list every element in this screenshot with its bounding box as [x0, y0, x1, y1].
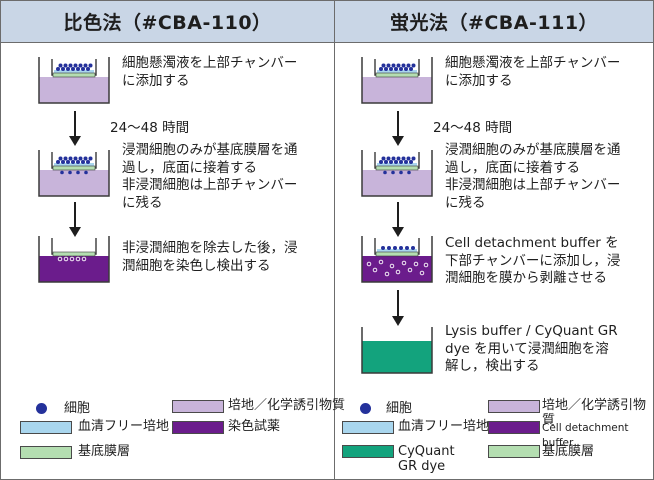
well-invasion-left: [38, 150, 110, 197]
legend-cell-icon-right: [360, 403, 371, 414]
colorimetric-title: 比色法（#CBA-110）: [1, 1, 334, 43]
legend-cell-label-left: 細胞: [64, 401, 91, 416]
left-step-2-text: 浸潤細胞のみが基底膜層を通 過し，底面に接着する 非浸潤細胞は上部チャンバー に…: [122, 142, 298, 211]
left-arrow-2: [74, 202, 76, 228]
right-time-label: 24～48 時間: [433, 120, 513, 136]
well-cells-added-left: [38, 57, 110, 104]
left-time-label: 24～48 時間: [110, 120, 190, 136]
right-arrow-1: [397, 111, 399, 137]
legend-cyquant-label-right: CyQuant GR dye: [398, 444, 455, 474]
well-stained-left: [38, 236, 110, 283]
right-step-3-text: Cell detachment buffer を 下部チャンバーに添加し，浸 潤…: [445, 235, 621, 286]
legend-stain-label-left: 染色試薬: [228, 419, 281, 434]
fluorometric-title: 蛍光法（#CBA-111）: [335, 1, 653, 43]
legend-cell-label-right: 細胞: [386, 401, 413, 416]
legend-serum-free-swatch-right: [342, 421, 394, 434]
legend-membrane-label-right: 基底膜層: [542, 444, 595, 459]
legend-membrane-swatch-left: [20, 446, 72, 459]
legend-medium-label-right: 培地／化学誘引物質: [542, 398, 647, 428]
legend-detach-swatch-right: [488, 421, 540, 434]
legend-membrane-label-left: 基底膜層: [78, 444, 131, 459]
right-step-1-text: 細胞懸濁液を上部チャンバー に添加する: [445, 55, 621, 89]
legend-membrane-swatch-right: [488, 445, 540, 458]
legend-serum-free-label-right: 血清フリー培地: [398, 419, 490, 434]
legend-cyquant-swatch-right: [342, 445, 394, 458]
left-arrow-1: [74, 111, 76, 137]
legend-serum-free-swatch-left: [20, 421, 72, 434]
left-arrow-1-head: [69, 136, 81, 146]
right-arrow-2: [397, 202, 399, 228]
legend-cell-icon-left: [36, 403, 47, 414]
left-arrow-2-head: [69, 227, 81, 237]
legend-stain-swatch-left: [172, 421, 224, 434]
left-step-1-text: 細胞懸濁液を上部チャンバー に添加する: [122, 55, 298, 89]
well-invasion-right: [361, 150, 433, 197]
well-detachment-right: [361, 236, 433, 283]
legend-medium-label-left: 培地／化学誘引物質: [228, 398, 346, 413]
legend-detach-label-right: Cell detachment buffer: [542, 422, 629, 449]
well-cells-added-right: [361, 57, 433, 104]
legend-serum-free-label-left: 血清フリー培地: [78, 419, 170, 434]
legend-medium-swatch-right: [488, 400, 540, 413]
right-arrow-3-head: [392, 316, 404, 326]
right-arrow-1-head: [392, 136, 404, 146]
well-lysis-right: [361, 327, 433, 374]
right-step-4-text: Lysis buffer / CyQuant GR dye を用いて浸潤細胞を溶…: [445, 323, 618, 374]
left-step-3-text: 非浸潤細胞を除去した後，浸 潤細胞を染色し検出する: [122, 240, 298, 274]
right-arrow-3: [397, 290, 399, 317]
right-arrow-2-head: [392, 227, 404, 237]
right-step-2-text: 浸潤細胞のみが基底膜層を通 過し，底面に接着する 非浸潤細胞は上部チャンバー に…: [445, 142, 621, 211]
legend-medium-swatch-left: [172, 400, 224, 413]
column-divider: [334, 0, 335, 480]
